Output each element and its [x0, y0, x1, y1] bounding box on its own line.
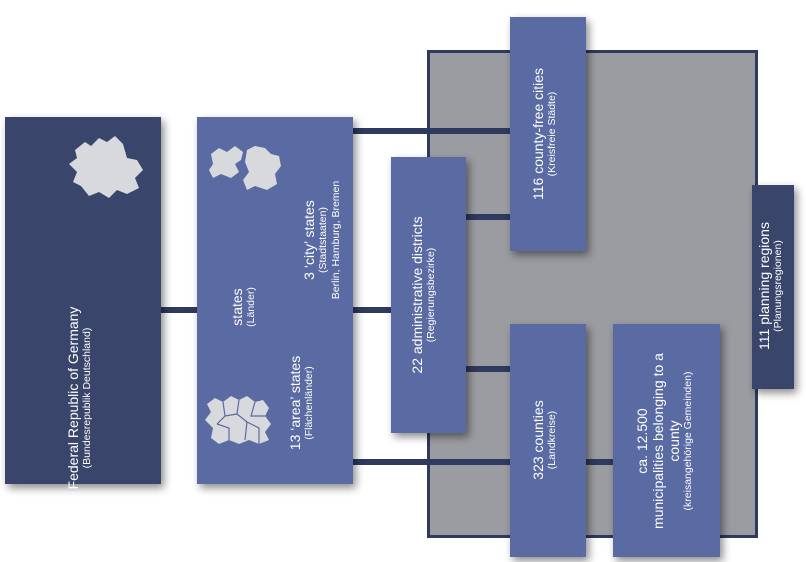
planning-regions-label: 111 planning regions (Planungsregionen): [756, 191, 790, 381]
connector-citystates-top: [352, 128, 514, 134]
city-states-label: 3 ‘city’ states (Stadtstaaten) Berlin, H…: [301, 156, 355, 324]
connector-areastates-bottom: [352, 459, 514, 465]
states-title: states: [229, 288, 245, 326]
municipalities-box: ca. 12.500 municipalities belonging to a…: [613, 324, 720, 557]
admin-districts-box: 22 administrative districts (Regierungsb…: [391, 157, 466, 433]
counties-label: 323 counties (Landkreise): [530, 340, 566, 540]
county-free-cities-label: 116 county-free cities (Kreisfreie Städt…: [530, 29, 566, 239]
admin-districts-subtitle: (Regierungsbezirke): [425, 247, 437, 343]
connector-states-districts: [352, 307, 392, 313]
planning-regions-box: 111 planning regions (Planungsregionen): [752, 185, 794, 389]
connector-districts-cities: [466, 214, 514, 220]
area-states-map-icon: [205, 396, 271, 444]
admin-districts-label: 22 administrative districts (Regierungsb…: [409, 175, 445, 415]
connector-districts-counties: [466, 366, 514, 372]
counties-box: 323 counties (Landkreise): [510, 324, 586, 557]
federal-label: Federal Republic of Germany (Bundesrepub…: [65, 248, 101, 548]
municipalities-title-line2: municipalities belonging to a: [650, 353, 666, 529]
area-states-label: 13 ‘area’ states (Flächenländer): [287, 333, 321, 473]
municipalities-label: ca. 12.500 municipalities belonging to a…: [634, 331, 698, 551]
connector-federal-states: [160, 307, 198, 313]
city-states-map-icon: [209, 146, 281, 190]
county-free-cities-box: 116 county-free cities (Kreisfreie Städt…: [510, 17, 586, 251]
area-states-subtitle: (Flächenländer): [303, 366, 315, 440]
county-free-cities-subtitle: (Kreisfreie Städte): [546, 91, 558, 177]
municipalities-title-line3: county: [666, 420, 682, 462]
connector-counties-municipalities: [586, 459, 614, 465]
planning-regions-subtitle: (Planungsregionen): [772, 240, 784, 332]
counties-title: 323 counties: [530, 400, 546, 480]
states-subtitle: (Länder): [245, 287, 257, 327]
germany-map-icon: [69, 136, 143, 198]
city-states-title: 3 ‘city’ states: [301, 200, 317, 280]
admin-districts-title: 22 administrative districts: [409, 216, 425, 374]
city-states-cities: Berlin, Hamburg, Bremen: [330, 180, 342, 300]
counties-subtitle: (Landkreise): [546, 410, 558, 470]
states-box: 3 ‘city’ states (Stadtstaaten) Berlin, H…: [197, 117, 353, 484]
city-states-subtitle: (Stadtstaaten): [317, 207, 329, 273]
municipalities-title-line1: ca. 12.500: [634, 408, 650, 474]
county-free-cities-title: 116 county-free cities: [530, 67, 546, 201]
municipalities-subtitle: (kreisangehörige Gemeinden): [682, 371, 694, 511]
federal-box: Federal Republic of Germany (Bundesrepub…: [5, 117, 161, 489]
states-label: states (Länder): [229, 257, 259, 357]
federal-title: Federal Republic of Germany: [65, 306, 81, 490]
federal-subtitle: (Bundesrepublik Deutschland): [81, 327, 93, 469]
planning-regions-title: 111 planning regions: [756, 222, 772, 350]
area-states-title: 13 ‘area’ states: [287, 355, 303, 451]
